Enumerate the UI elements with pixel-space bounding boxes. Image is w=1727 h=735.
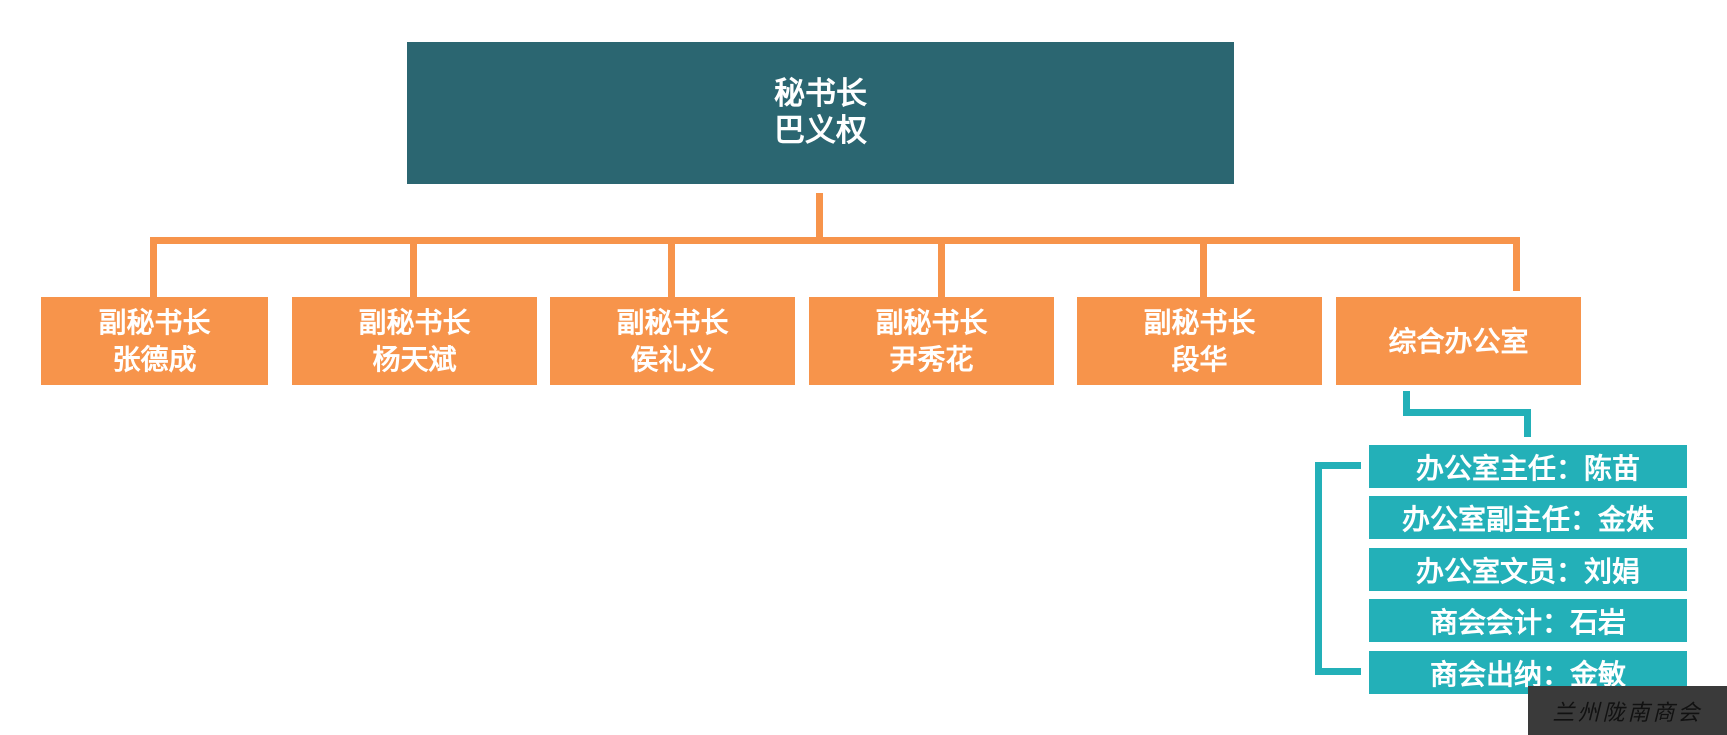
watermark-text: 兰州陇南商会	[1552, 700, 1703, 726]
general-office-box: 综合办公室	[1336, 297, 1581, 385]
connector-drop-6	[1513, 237, 1520, 291]
deputy-box-4: 副秘书长 尹秀花	[809, 297, 1054, 385]
deputy-name: 张德成	[112, 343, 197, 376]
staff-bracket-top	[1315, 462, 1361, 469]
deputy-title: 副秘书长	[1143, 306, 1256, 339]
deputy-title: 副秘书长	[875, 306, 988, 339]
office-connector-left	[1403, 391, 1410, 416]
staff-box-3: 办公室文员：刘娟	[1369, 548, 1687, 591]
staff-label: 办公室主任：陈苗	[1415, 451, 1640, 485]
deputy-title: 副秘书长	[98, 306, 211, 339]
staff-label: 商会会计：石岩	[1429, 605, 1626, 639]
deputy-box-2: 副秘书长 杨天斌	[292, 297, 537, 385]
connector-top-stem	[816, 193, 823, 241]
secretary-general-box: 秘书长 巴义权	[407, 42, 1234, 184]
office-connector-right	[1524, 409, 1531, 437]
staff-label: 办公室文员：刘娟	[1415, 554, 1640, 588]
watermark-logo: 兰州陇南商会	[1528, 686, 1727, 735]
deputy-box-3: 副秘书长 侯礼义	[550, 297, 795, 385]
connector-drop-2	[410, 237, 417, 298]
deputy-name: 段华	[1171, 343, 1228, 376]
connector-drop-3	[668, 237, 675, 298]
deputy-title: 副秘书长	[358, 306, 471, 339]
staff-box-1: 办公室主任：陈苗	[1369, 445, 1687, 488]
staff-label: 办公室副主任：金姝	[1401, 502, 1654, 536]
deputy-name: 尹秀花	[889, 343, 974, 376]
general-office-title: 综合办公室	[1388, 324, 1529, 358]
staff-bracket-bottom	[1315, 668, 1361, 675]
staff-box-4: 商会会计：石岩	[1369, 599, 1687, 642]
deputy-box-1: 副秘书长 张德成	[41, 297, 268, 385]
deputy-name: 侯礼义	[630, 343, 715, 376]
deputy-name: 杨天斌	[372, 343, 457, 376]
staff-label: 商会出纳：金敏	[1429, 657, 1626, 691]
connector-drop-4	[938, 237, 945, 298]
office-connector-horizontal	[1403, 409, 1531, 416]
secretary-general-name: 巴义权	[774, 113, 867, 149]
connector-drop-1	[150, 237, 157, 298]
connector-drop-5	[1200, 237, 1207, 298]
deputy-title: 副秘书长	[616, 306, 729, 339]
connector-horizontal-bar	[150, 237, 1520, 244]
staff-box-2: 办公室副主任：金姝	[1369, 496, 1687, 539]
secretary-general-title: 秘书长	[774, 76, 867, 112]
deputy-box-5: 副秘书长 段华	[1077, 297, 1322, 385]
staff-bracket-vertical	[1315, 462, 1322, 675]
